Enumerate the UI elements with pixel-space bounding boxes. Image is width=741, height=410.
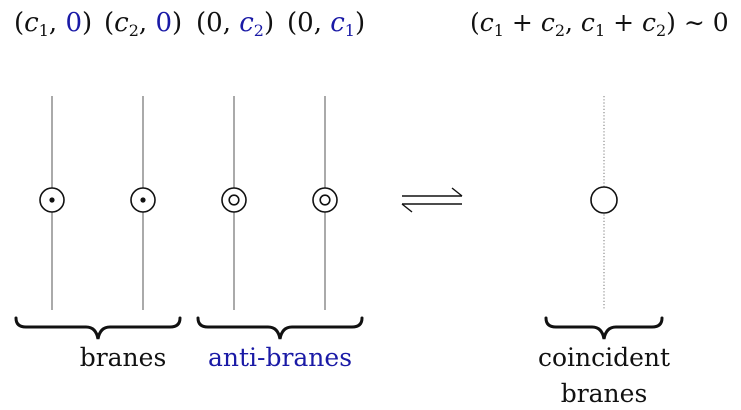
antibranes-caption: anti-branes: [207, 343, 353, 372]
antibrane-marker-1: [221, 187, 247, 213]
brane-marker-1: [39, 187, 65, 213]
branes-brace: [14, 316, 182, 340]
coincident-marker: [590, 186, 618, 214]
branes-caption: branes: [79, 343, 167, 372]
antibrane2-charge-label: (0, c1): [287, 8, 366, 40]
antibranes-brace: [196, 316, 364, 340]
coincident-caption-line2: branes: [560, 379, 648, 408]
brane1-charge-label: (c1, 0): [14, 8, 93, 40]
brane-marker-2: [130, 187, 156, 213]
equilibrium-arrows: [401, 187, 463, 213]
coincident-caption-line1: coincident: [537, 343, 671, 372]
total-charge-label: (c1 + c2, c1 + c2) ∼ 0: [470, 8, 729, 40]
antibrane1-charge-label: (0, c2): [196, 8, 275, 40]
antibrane-marker-2: [312, 187, 338, 213]
coincident-brace: [544, 316, 664, 340]
brane2-charge-label: (c2, 0): [104, 8, 183, 40]
